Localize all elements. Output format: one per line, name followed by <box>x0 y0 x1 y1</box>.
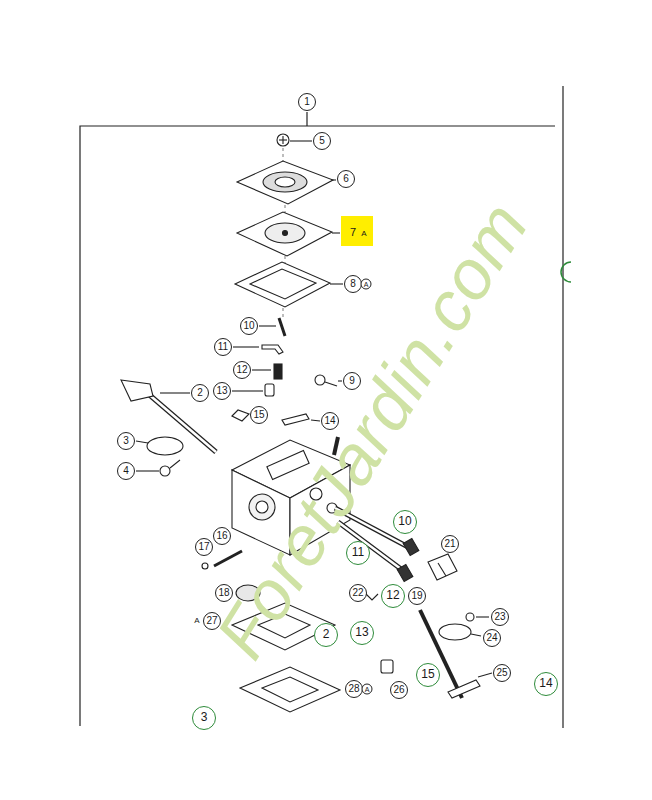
annotation-number: 12 <box>381 584 405 608</box>
callout-number: 21 <box>441 535 459 553</box>
variant-letter: A <box>194 617 199 625</box>
callout-number: 4 <box>117 462 135 480</box>
variant-letter: A <box>361 279 372 290</box>
variant-letter: A <box>361 230 366 238</box>
callout-number: 11 <box>214 338 232 356</box>
callout-number: 7 <box>350 227 356 238</box>
callout-number: 25 <box>493 664 511 682</box>
callout-number: 3 <box>117 432 135 450</box>
callout-number: 13 <box>213 382 231 400</box>
callout-number: 28 <box>345 680 363 698</box>
callout-number: 1 <box>298 93 316 111</box>
annotation-number: 13 <box>350 621 374 645</box>
callout-number: 18 <box>215 584 233 602</box>
annotation-number: 10 <box>393 510 417 534</box>
callout-number: 22 <box>349 584 367 602</box>
callout-number: 19 <box>408 587 426 605</box>
annotation-number: 3 <box>192 706 216 730</box>
annotation-number: 2 <box>314 623 338 647</box>
callout-number: 8 <box>344 275 362 293</box>
callout-number: 2 <box>191 384 209 402</box>
annotation-number: 15 <box>416 663 440 687</box>
callout-number: 17 <box>195 538 213 556</box>
callout-number: 26 <box>390 681 408 699</box>
callout-number: 10 <box>240 317 258 335</box>
callout-number: 15 <box>250 406 268 424</box>
callout-number: 23 <box>491 608 509 626</box>
variant-letter: A <box>362 684 373 695</box>
callout-number: 14 <box>321 412 339 430</box>
callout-number: 27 <box>203 612 221 630</box>
annotation-number: 11 <box>346 541 370 565</box>
callout-number: 16 <box>213 527 231 545</box>
callout-number: 12 <box>233 361 251 379</box>
annotation-number: 14 <box>534 672 558 696</box>
callout-number: 6 <box>337 170 355 188</box>
watermark: ForetJardin.com <box>204 191 539 670</box>
callout-number: 9 <box>343 372 361 390</box>
callout-number: 24 <box>483 629 501 647</box>
callout-number: 5 <box>313 132 331 150</box>
